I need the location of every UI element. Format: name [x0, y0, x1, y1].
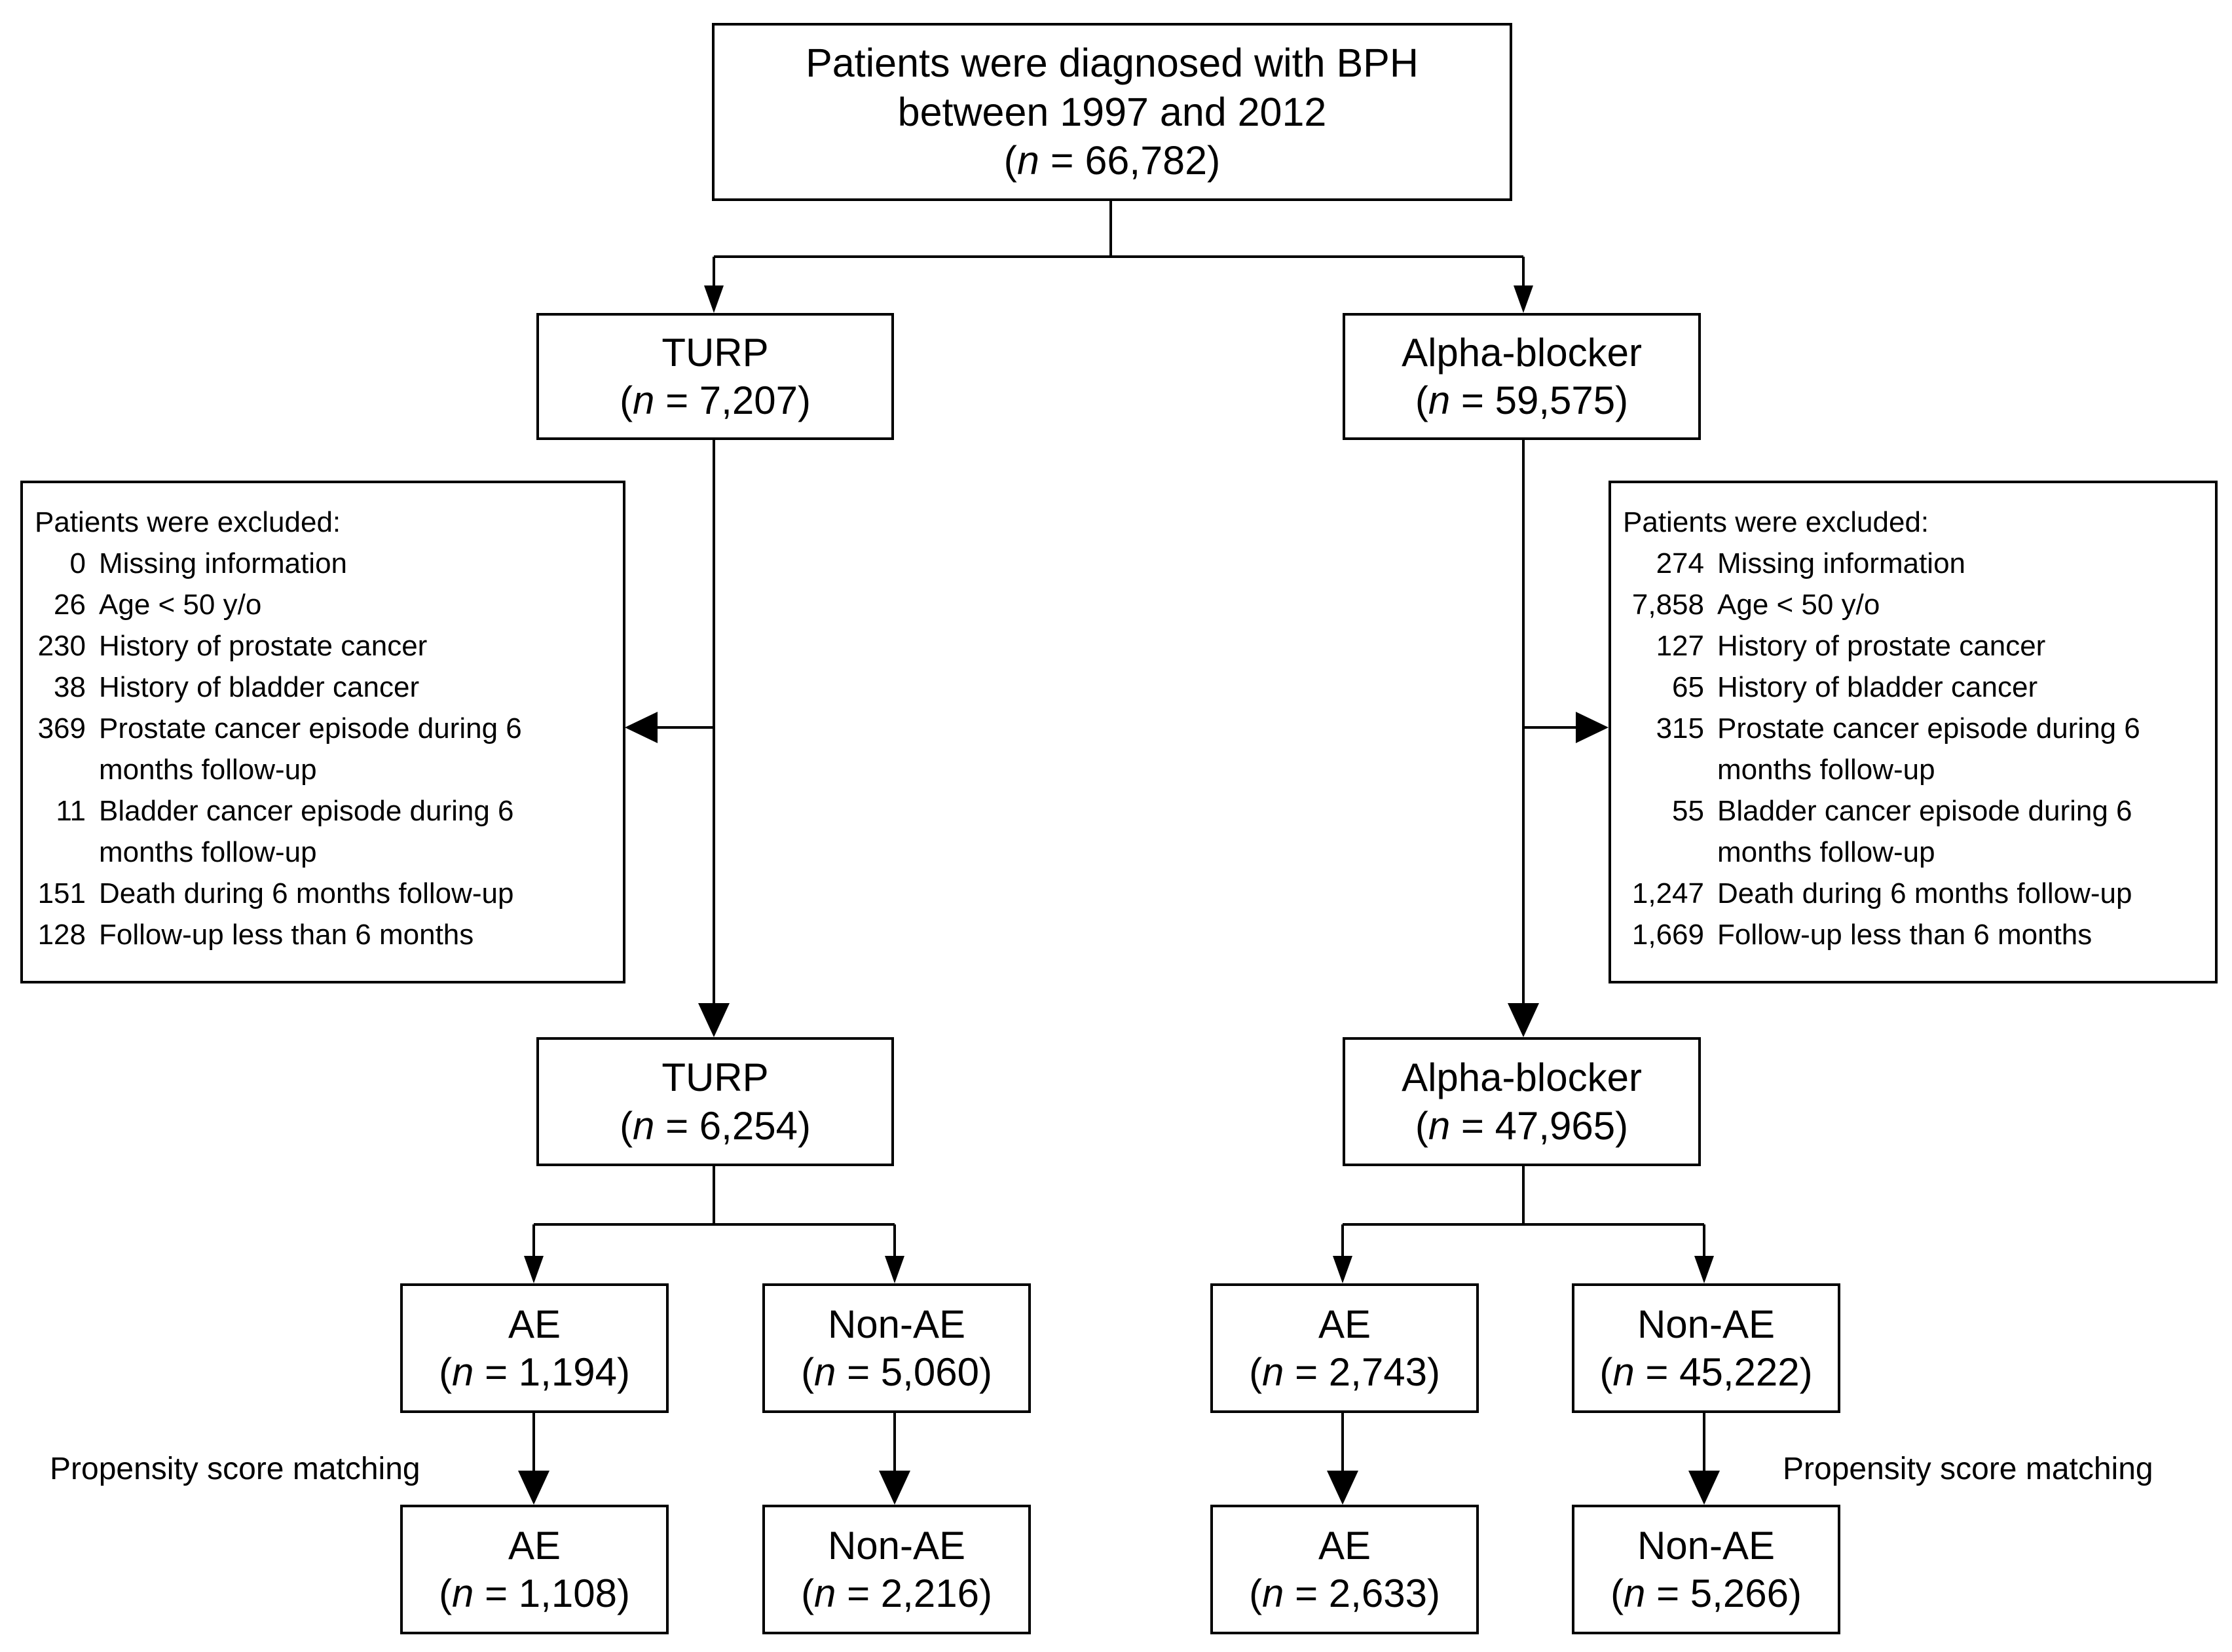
alpha-initial-count: (n = 59,575): [1415, 378, 1629, 422]
turp-ae-label: AE: [508, 1302, 561, 1346]
alpha-exclusion-item: 1,669 Follow-up less than 6 months: [1623, 914, 2203, 955]
exclusion-count: 369: [37, 712, 86, 744]
alpha-ae-box: AE (n = 2,743): [1210, 1283, 1479, 1413]
turp-nonae-count: (n = 5,060): [801, 1350, 992, 1394]
turp-nonae-matched-label: Non-AE: [827, 1523, 966, 1568]
exclusion-reason: Death during 6 months follow-up: [1717, 877, 2132, 909]
turp-exclusion-item: 230 History of prostate cancer: [35, 625, 611, 667]
alpha-exclusion-item: 274 Missing information: [1623, 543, 2203, 584]
alpha-ae-label: AE: [1318, 1302, 1371, 1346]
alpha-initial-box: Alpha-blocker (n = 59,575): [1343, 313, 1701, 440]
turp-nonae-label: Non-AE: [827, 1302, 966, 1346]
root-line-2: between 1997 and 2012: [897, 89, 1327, 134]
alpha-final-box: Alpha-blocker (n = 47,965): [1343, 1037, 1701, 1166]
exclusion-reason: Follow-up less than 6 months: [1717, 919, 2092, 951]
propensity-label-left: Propensity score matching: [50, 1452, 420, 1486]
alpha-ae-matched-label: AE: [1318, 1523, 1371, 1568]
turp-ae-matched-label: AE: [508, 1523, 561, 1568]
alpha-ae-matched-count: (n = 2,633): [1249, 1571, 1440, 1615]
turp-exclusion-item: 369 Prostate cancer episode during 6 mont…: [35, 708, 611, 790]
turp-ae-box: AE (n = 1,194): [400, 1283, 669, 1413]
turp-exclusion-item: 11 Bladder cancer episode during 6 months…: [35, 790, 611, 873]
turp-initial-box: TURP (n = 7,207): [536, 313, 894, 440]
turp-ae-count: (n = 1,194): [439, 1350, 630, 1394]
root-box: Patients were diagnosed with BPH between…: [712, 23, 1512, 201]
alpha-exclusion-title: Patients were excluded:: [1623, 506, 1929, 538]
alpha-nonae-count: (n = 45,222): [1599, 1350, 1813, 1394]
exclusion-reason: Bladder cancer episode during 6 months f…: [1717, 795, 2132, 868]
exclusion-count: 315: [1656, 712, 1704, 744]
propensity-label-right: Propensity score matching: [1783, 1452, 2153, 1486]
alpha-ae-matched-box: AE (n = 2,633): [1210, 1505, 1479, 1634]
exclusion-count: 1,247: [1631, 877, 1704, 909]
alpha-nonae-matched-count: (n = 5,266): [1610, 1571, 1802, 1615]
exclusion-reason: Age < 50 y/o: [1717, 589, 1880, 621]
alpha-initial-label: Alpha-blocker: [1402, 330, 1642, 375]
alpha-ae-count: (n = 2,743): [1249, 1350, 1440, 1394]
exclusion-count: 274: [1656, 547, 1704, 579]
root-count: (n = 66,782): [1003, 138, 1221, 183]
exclusion-reason: Bladder cancer episode during 6 months f…: [99, 795, 514, 868]
exclusion-count: 151: [37, 877, 86, 909]
turp-exclusion-item: 38 History of bladder cancer: [35, 667, 611, 708]
exclusion-reason: History of prostate cancer: [1717, 630, 2046, 662]
exclusion-count: 38: [54, 671, 86, 703]
alpha-nonae-label: Non-AE: [1637, 1302, 1776, 1346]
turp-exclusion-item: 151 Death during 6 months follow-up: [35, 873, 611, 914]
alpha-nonae-matched-box: Non-AE (n = 5,266): [1572, 1505, 1840, 1634]
root-line-1: Patients were diagnosed with BPH: [806, 41, 1419, 86]
alpha-exclusion-item: 127 History of prostate cancer: [1623, 625, 2203, 667]
exclusion-count: 230: [37, 630, 86, 662]
exclusion-count: 11: [56, 795, 86, 827]
turp-final-count: (n = 6,254): [620, 1103, 811, 1148]
exclusion-reason: Death during 6 months follow-up: [99, 877, 514, 909]
alpha-exclusion-item: 55 Bladder cancer episode during 6 months…: [1623, 790, 2203, 873]
turp-final-label: TURP: [661, 1055, 769, 1100]
turp-nonae-matched-count: (n = 2,216): [801, 1571, 992, 1615]
exclusion-reason: Prostate cancer episode during 6 months …: [99, 712, 522, 786]
exclusion-reason: Age < 50 y/o: [99, 589, 262, 621]
alpha-exclusion-item: 65 History of bladder cancer: [1623, 667, 2203, 708]
alpha-final-count: (n = 47,965): [1415, 1103, 1629, 1148]
turp-ae-matched-box: AE (n = 1,108): [400, 1505, 669, 1634]
exclusion-reason: Missing information: [99, 547, 348, 579]
alpha-exclusion-item: 315 Prostate cancer episode during 6 mont…: [1623, 708, 2203, 790]
exclusion-count: 1,669: [1631, 919, 1704, 951]
alpha-exclusion-item: 7,858 Age < 50 y/o: [1623, 584, 2203, 625]
exclusion-count: 7,858: [1631, 589, 1704, 621]
exclusion-count: 127: [1656, 630, 1704, 662]
exclusion-count: 55: [1672, 795, 1704, 827]
exclusion-count: 65: [1672, 671, 1704, 703]
turp-ae-matched-count: (n = 1,108): [439, 1571, 630, 1615]
exclusion-count: 0: [69, 547, 86, 579]
alpha-exclusion-box: Patients were excluded: 274 Missing infor…: [1609, 481, 2218, 983]
exclusion-reason: Follow-up less than 6 months: [99, 919, 474, 951]
turp-nonae-box: Non-AE (n = 5,060): [762, 1283, 1031, 1413]
alpha-nonae-matched-label: Non-AE: [1637, 1523, 1776, 1568]
turp-nonae-matched-box: Non-AE (n = 2,216): [762, 1505, 1031, 1634]
exclusion-count: 128: [37, 919, 86, 951]
turp-exclusion-item: 128 Follow-up less than 6 months: [35, 914, 611, 955]
exclusion-reason: History of prostate cancer: [99, 630, 428, 662]
turp-initial-label: TURP: [661, 330, 769, 375]
turp-initial-count: (n = 7,207): [620, 378, 811, 422]
exclusion-reason: History of bladder cancer: [1717, 671, 2038, 703]
exclusion-reason: Missing information: [1717, 547, 1966, 579]
turp-exclusion-item: 0 Missing information: [35, 543, 611, 584]
turp-exclusion-title: Patients were excluded:: [35, 506, 341, 538]
turp-final-box: TURP (n = 6,254): [536, 1037, 894, 1166]
turp-exclusion-item: 26 Age < 50 y/o: [35, 584, 611, 625]
exclusion-reason: History of bladder cancer: [99, 671, 420, 703]
exclusion-reason: Prostate cancer episode during 6 months …: [1717, 712, 2140, 786]
exclusion-count: 26: [54, 589, 86, 621]
turp-exclusion-box: Patients were excluded: 0 Missing informa…: [20, 481, 625, 983]
alpha-final-label: Alpha-blocker: [1402, 1055, 1642, 1100]
alpha-nonae-box: Non-AE (n = 45,222): [1572, 1283, 1840, 1413]
alpha-exclusion-item: 1,247 Death during 6 months follow-up: [1623, 873, 2203, 914]
